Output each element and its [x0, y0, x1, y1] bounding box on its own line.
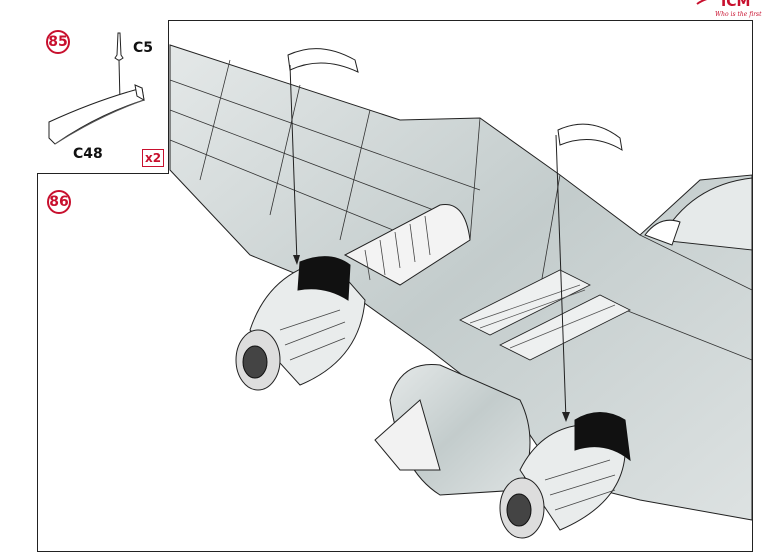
left-cowl-flap: [297, 256, 351, 301]
nacelle-gear-bay: [374, 399, 441, 471]
arrow-left: [289, 64, 298, 263]
arrow-left-head: [293, 255, 300, 265]
left-engine: [235, 256, 366, 391]
brand-logo: ICM Who is the first: [696, 0, 762, 18]
svg-text:ICM: ICM: [721, 0, 750, 10]
arrow-right-head: [562, 412, 570, 422]
wheel-well-ribs: [364, 215, 431, 281]
arrow-right: [555, 134, 567, 421]
cockpit-window: [644, 219, 681, 246]
part-c5-pin: [114, 32, 124, 61]
wheel-well: [343, 203, 471, 286]
right-cowl-flap: [574, 412, 631, 462]
part-label-c48: C48: [73, 146, 103, 162]
part-c48-fairing: [48, 87, 145, 145]
svg-text:Who is the first: Who is the first: [715, 11, 762, 18]
right-engine: [499, 412, 631, 539]
loose-part-left: [287, 48, 359, 73]
step-number-85: 85: [46, 30, 70, 54]
loose-part-right: [557, 123, 623, 151]
part-label-c5: C5: [133, 40, 154, 56]
quantity-badge: x2: [142, 149, 164, 167]
step-85-parts-illustration: [48, 32, 145, 145]
step-number-86: 86: [47, 190, 71, 214]
bay-grids: [459, 269, 631, 361]
